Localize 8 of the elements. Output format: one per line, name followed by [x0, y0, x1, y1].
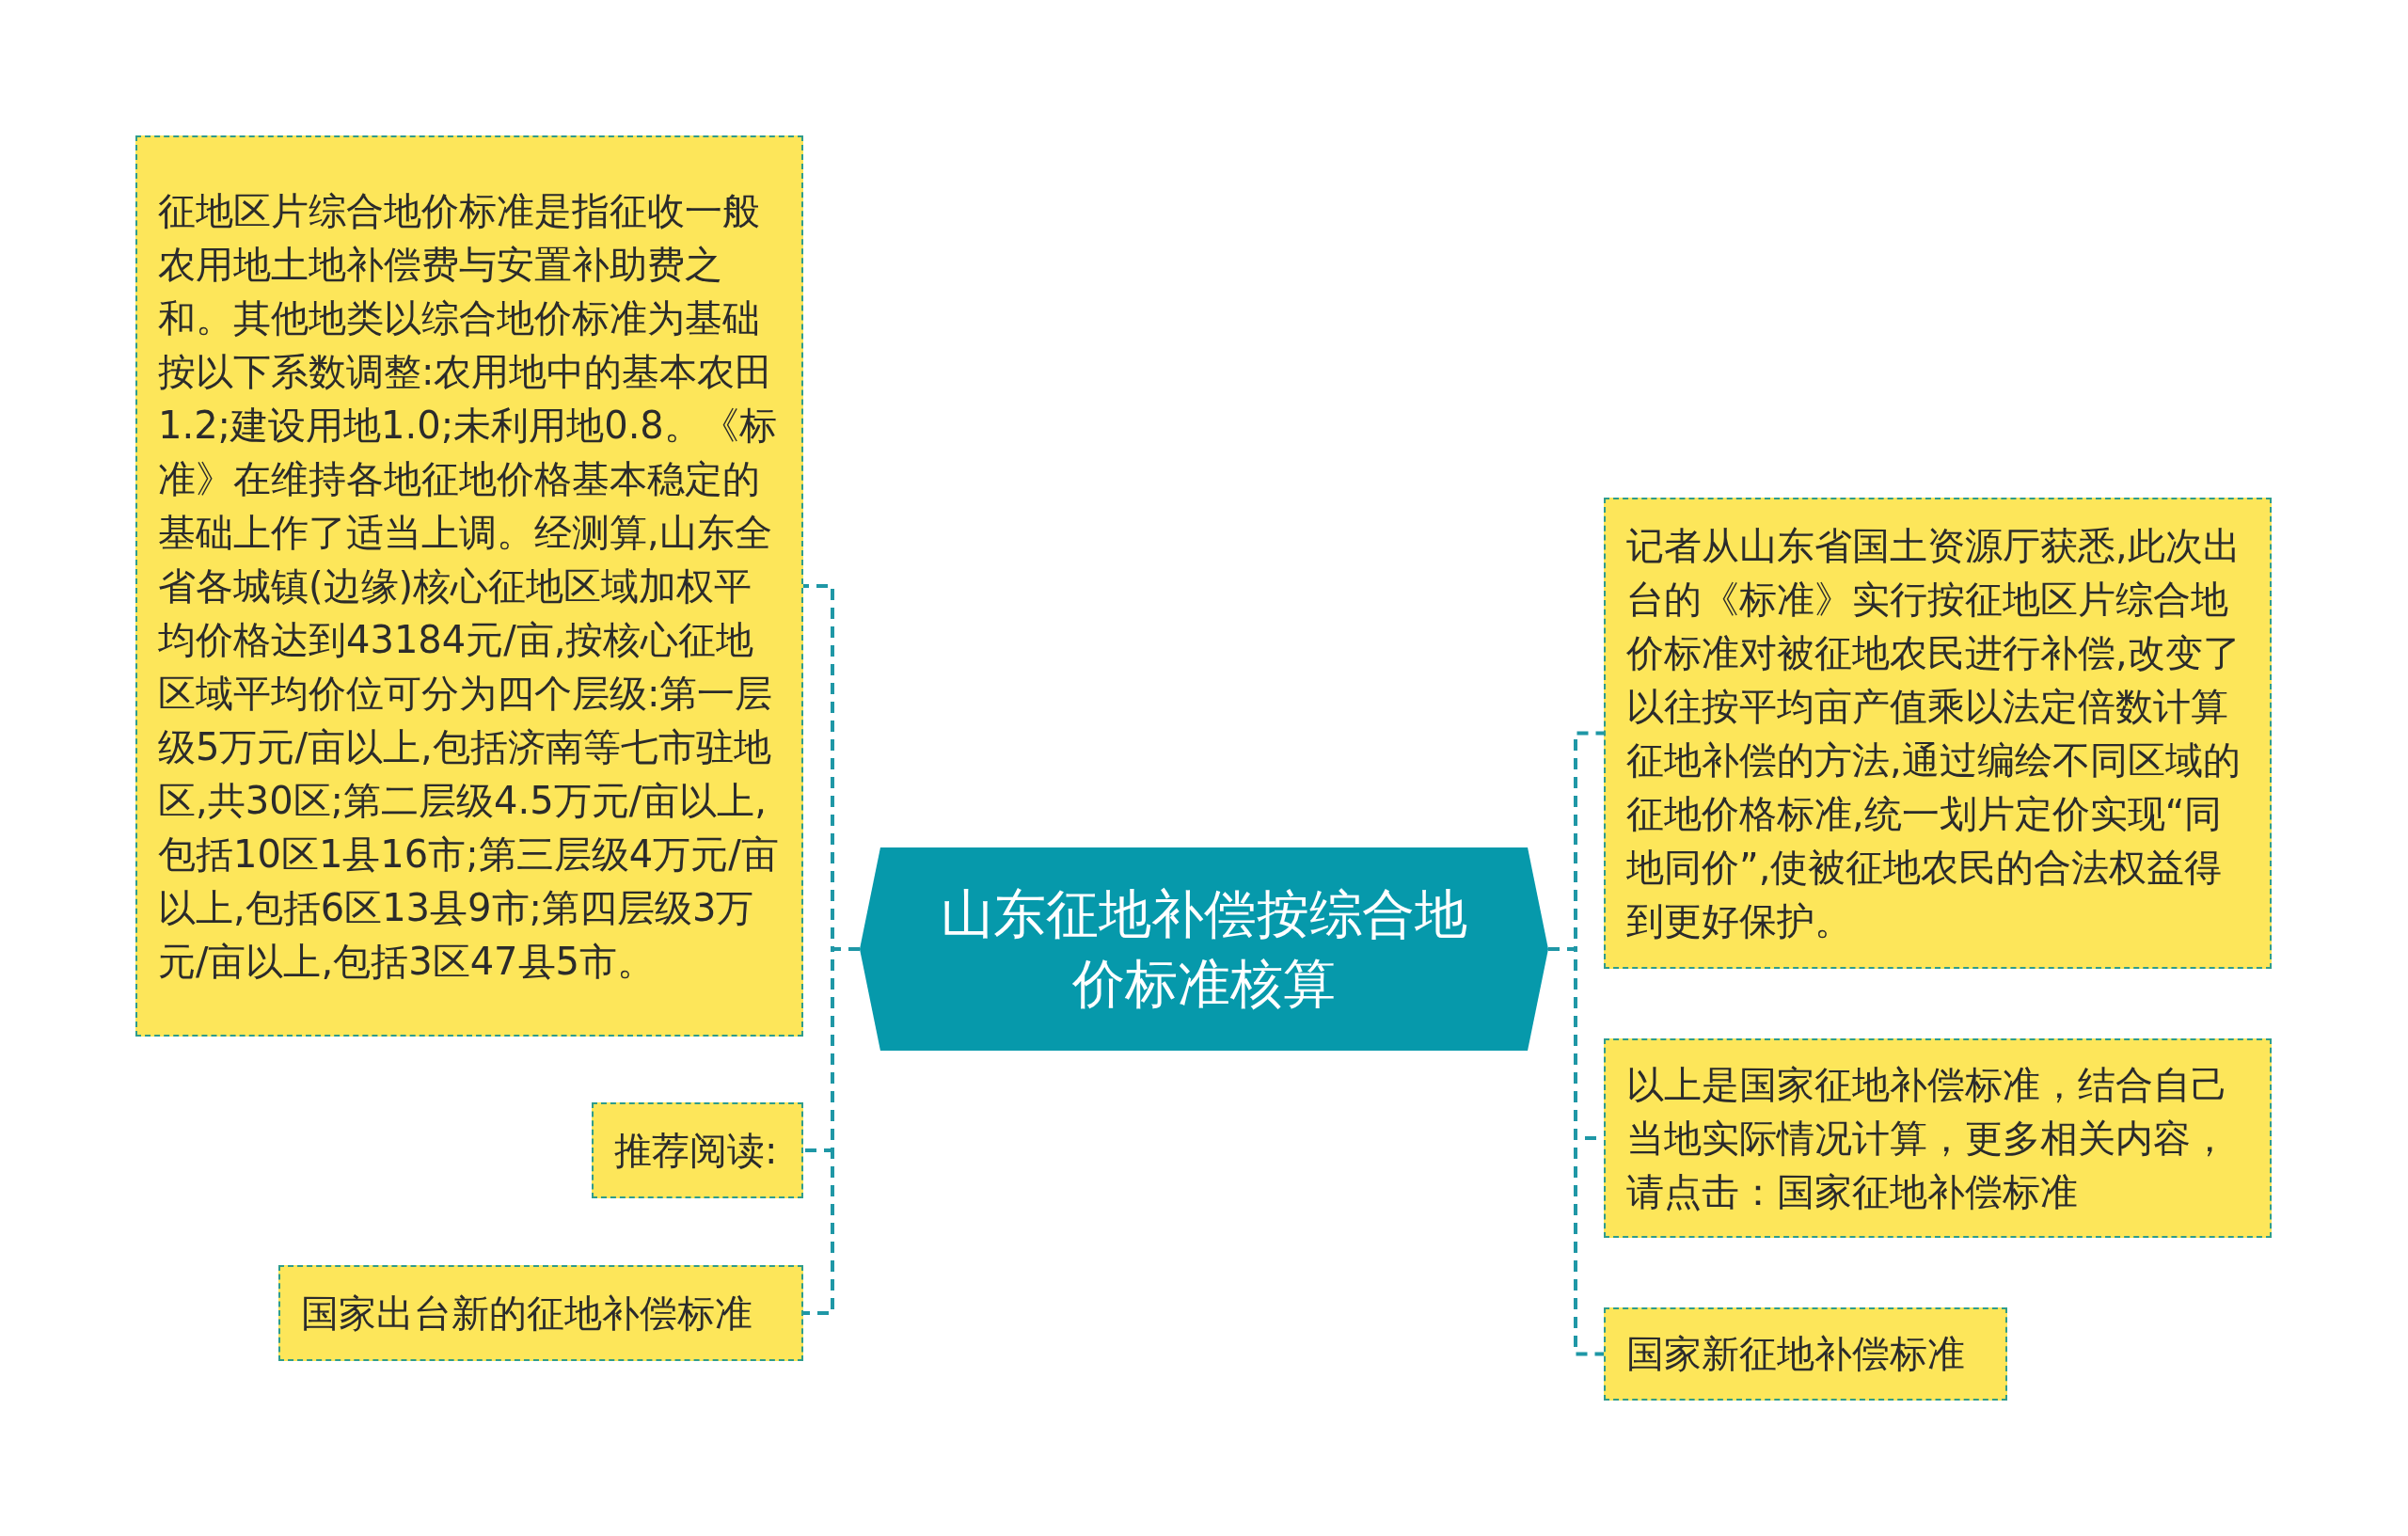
- connector: [803, 947, 860, 1315]
- note-box: 征地区片综合地价标准是指征收一般农用地土地补偿费与安置补助费之和。其他地类以综合地价标准为基础按以下系数调整:农用地中的基本农田1.2;建设用地1.0;未利用地0.8。《标准》在维持各地征地价格基本稳定的基础上作了适当上调。经测算,山东全省各城镇(边缘)核心征地区域加权平均价格达到43184元/亩,按核心征地区域平均价位可分为四个层级:第一层级5万元/亩以上,包括济南等七市驻地区,共30区;第二层级4.5万元/亩以上,包括10区1县16市;第三层级4万元/亩以上,包括6区13县9市;第四层级3万元/亩以上,包括3区47县5市。: [135, 135, 803, 1037]
- note-box: 推荐阅读:: [592, 1102, 803, 1198]
- note-box: 国家新征地补偿标准: [1604, 1307, 2007, 1401]
- note-box: 以上是国家征地补偿标准，结合自己当地实际情况计算，更多相关内容，请点击：国家征地补偿标准: [1604, 1038, 2272, 1238]
- connector: [1548, 947, 1604, 1356]
- note-box: 记者从山东省国土资源厅获悉,此次出台的《标准》实行按征地区片综合地价标准对被征地农民进行补偿,改变了以往按平均亩产值乘以法定倍数计算征地补偿的方法,通过编绘不同区域的征地价格标准,统一划片定价实现“同地同价”,使被征地农民的合法权益得到更好保护。: [1604, 498, 2272, 969]
- note-box: 国家出台新的征地补偿标准: [278, 1265, 803, 1361]
